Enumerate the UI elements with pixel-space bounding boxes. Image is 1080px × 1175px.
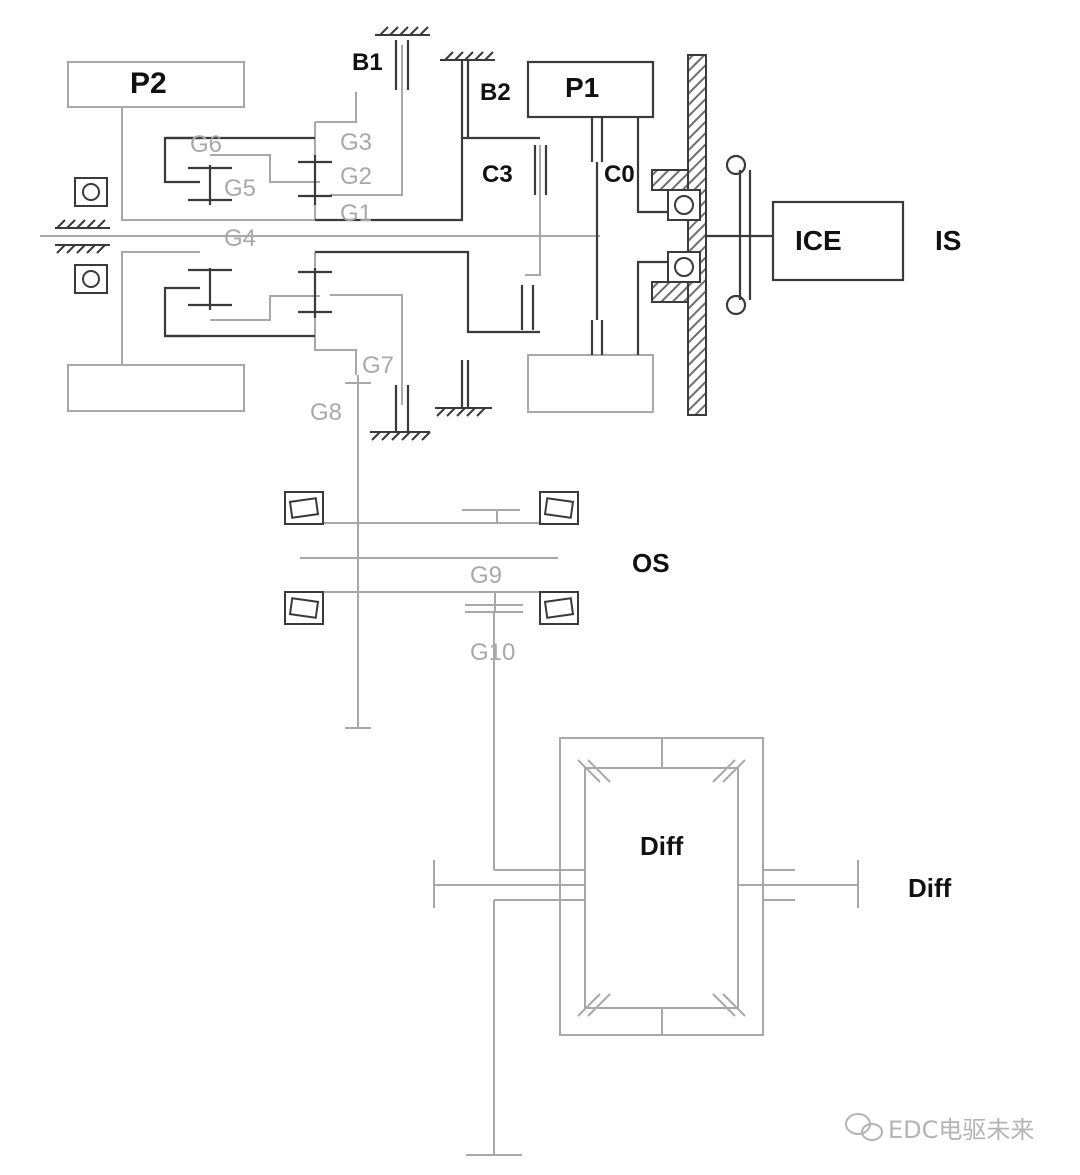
housing-lip-top	[651, 169, 689, 191]
g7-hub	[314, 252, 357, 375]
label-g2: G2	[340, 163, 372, 190]
bevel-tr	[722, 759, 746, 783]
housing-walls	[651, 54, 707, 416]
label-is: IS	[935, 225, 961, 256]
label-b1: B1	[352, 49, 383, 76]
watermark-text: EDC电驱未来	[888, 1116, 1034, 1144]
p1-rotor-lower	[636, 260, 668, 355]
wechat-logo-icon	[845, 1113, 883, 1141]
os-bearing-br-roller	[543, 597, 575, 619]
os-bearing-tl-roller	[288, 497, 320, 519]
g6-g2-link	[210, 154, 320, 183]
housing-lip-bottom	[651, 281, 689, 303]
bearings	[74, 177, 579, 625]
housing-wall-right	[687, 54, 707, 416]
b1-hub	[315, 92, 357, 123]
label-p1: P1	[565, 72, 599, 103]
ice-box	[771, 200, 905, 282]
label-os: OS	[632, 548, 670, 578]
p1-stator-top	[526, 60, 655, 119]
label-g1: G1	[340, 200, 372, 227]
label-g6: G6	[190, 131, 222, 158]
label-diff-outer: Diff	[908, 873, 952, 903]
p1-bearing-bottom-ball	[674, 257, 694, 277]
label-b2: B2	[480, 79, 511, 106]
p2-stator-top	[67, 61, 245, 108]
p1-stator-bottom	[527, 354, 654, 413]
ground-b2	[440, 51, 495, 61]
p1-bearing-top-ball	[674, 195, 694, 215]
ground-b1	[375, 26, 430, 36]
label-g9: G9	[470, 562, 502, 589]
p1-rotor-upper	[636, 117, 668, 214]
g7-c3-lower	[315, 250, 540, 334]
label-p2: P2	[130, 67, 167, 100]
label-g7: G7	[362, 352, 394, 379]
watermark: EDC电驱未来	[845, 1113, 1034, 1144]
input-bearing-top	[74, 177, 108, 207]
input-bearing-bottom-ball	[82, 270, 100, 288]
bevel-tr-2	[712, 759, 736, 783]
diff-housing-outer	[559, 737, 764, 1036]
ground-input-left	[55, 219, 110, 254]
p2-rotor-lower	[121, 251, 200, 365]
bevel-bl-2	[587, 993, 611, 1017]
bevel-br-2	[712, 993, 736, 1017]
bevel-tl	[577, 759, 601, 783]
input-bearing-top-ball	[82, 183, 100, 201]
label-g8: G8	[310, 399, 342, 426]
bevel-bl	[577, 993, 601, 1017]
ground-lower-right	[435, 407, 492, 417]
light-structure	[40, 45, 859, 1156]
label-g5: G5	[224, 175, 256, 202]
p2-stator-bottom	[67, 364, 245, 412]
c3-light-lower	[525, 236, 541, 276]
ice-bearing-top	[725, 154, 747, 176]
diff-housing-inner	[584, 767, 739, 1009]
bevel-br	[722, 993, 746, 1017]
g1-c3-link	[315, 136, 540, 222]
p2-rotor-upper	[121, 107, 462, 221]
g7-brake-shaft	[330, 294, 403, 405]
p1-bearing-bottom	[667, 251, 701, 283]
label-c0: C0	[604, 161, 635, 188]
label-g4: G4	[224, 225, 256, 252]
label-g3: G3	[340, 129, 372, 156]
ground-symbols	[55, 26, 495, 441]
label-diff-inner: Diff	[640, 831, 684, 861]
dark-structure	[163, 40, 905, 432]
carrier-lower	[163, 286, 200, 338]
bevel-tl-2	[587, 759, 611, 783]
label-g10: G10	[470, 639, 515, 666]
os-bearing-bl-roller	[288, 597, 320, 619]
label-c3: C3	[482, 161, 513, 188]
ground-lower-left	[370, 431, 431, 441]
g6-lower-link	[210, 295, 320, 321]
input-bearing-bottom	[74, 264, 108, 294]
b1-shaft	[330, 45, 403, 196]
label-ice: ICE	[795, 225, 842, 256]
os-bearing-tr-roller	[543, 497, 575, 519]
ice-bearing-bottom	[725, 294, 747, 316]
p1-bearing-top	[667, 189, 701, 221]
